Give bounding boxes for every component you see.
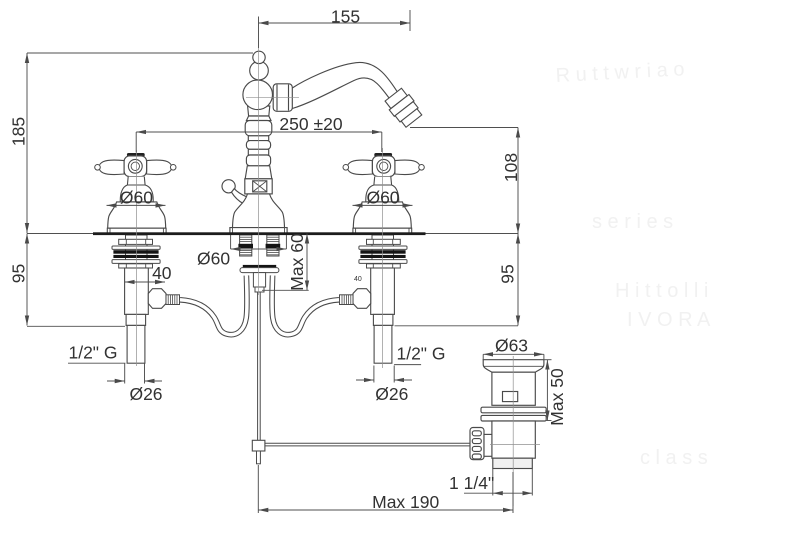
svg-text:1 1/4": 1 1/4": [449, 473, 494, 493]
svg-text:Ø63: Ø63: [495, 336, 528, 356]
svg-text:Ø60: Ø60: [197, 249, 230, 269]
svg-text:Max 190: Max 190: [372, 492, 439, 512]
svg-text:185: 185: [9, 117, 29, 146]
svg-text:Max 50: Max 50: [547, 368, 567, 426]
svg-text:R u t t w r i a o: R u t t w r i a o: [555, 58, 685, 87]
svg-text:40: 40: [354, 276, 362, 283]
svg-text:Ø26: Ø26: [129, 384, 162, 404]
svg-text:s e r i e s: s e r i e s: [592, 211, 673, 233]
svg-text:I V O R A: I V O R A: [627, 309, 711, 331]
svg-text:Max 60: Max 60: [287, 233, 307, 291]
svg-text:108: 108: [501, 153, 521, 182]
svg-text:40: 40: [152, 263, 172, 283]
svg-text:Ø60: Ø60: [120, 188, 153, 208]
svg-text:Ø60: Ø60: [366, 188, 399, 208]
svg-text:Ø26: Ø26: [375, 384, 408, 404]
svg-text:H i t t o l l i: H i t t o l l i: [615, 280, 708, 302]
svg-text:95: 95: [9, 264, 29, 283]
svg-text:c l a s s: c l a s s: [640, 447, 708, 469]
svg-text:155: 155: [331, 6, 360, 26]
svg-text:1/2" G: 1/2" G: [68, 343, 117, 363]
svg-text:95: 95: [498, 264, 518, 283]
svg-text:1/2" G: 1/2" G: [396, 344, 445, 364]
svg-text:250 ±20: 250 ±20: [279, 114, 342, 134]
